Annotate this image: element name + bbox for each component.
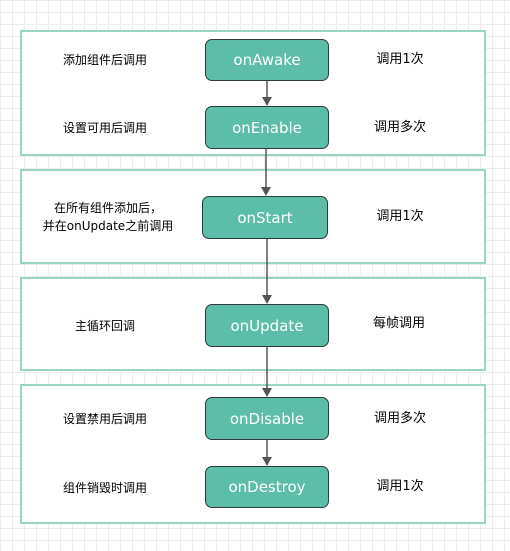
desc-onenable: 设置可用后调用 — [62, 121, 147, 135]
node-onupdate: onUpdate — [205, 304, 329, 347]
node-ondisable: onDisable — [205, 397, 329, 440]
desc-onupdate: 主循环回调 — [74, 319, 135, 333]
node-onenable: onEnable — [205, 106, 329, 149]
count-onstart: 调用1次 — [376, 209, 424, 224]
count-onenable: 调用多次 — [373, 120, 426, 135]
arrowhead-start — [261, 187, 271, 196]
arrowhead-disable — [262, 388, 272, 397]
node-onstart: onStart — [202, 196, 328, 239]
count-ondestroy: 调用1次 — [376, 479, 424, 494]
arrowhead-destroy — [262, 457, 272, 466]
count-onawake: 调用1次 — [376, 52, 424, 67]
count-onupdate: 每帧调用 — [372, 316, 425, 331]
node-ondestroy: onDestroy — [205, 466, 329, 508]
node-onawake: onAwake — [205, 39, 329, 81]
arrowhead-enable — [262, 97, 272, 106]
desc-onawake: 添加组件后调用 — [62, 53, 147, 67]
desc-ondisable: 设置禁用后调用 — [62, 412, 147, 426]
desc-onstart: 在所有组件添加后， 并在onUpdate之前调用 — [42, 201, 174, 233]
arrowhead-update — [262, 295, 272, 304]
desc-ondestroy: 组件销毁时调用 — [62, 481, 147, 495]
count-ondisable: 调用多次 — [373, 411, 426, 426]
